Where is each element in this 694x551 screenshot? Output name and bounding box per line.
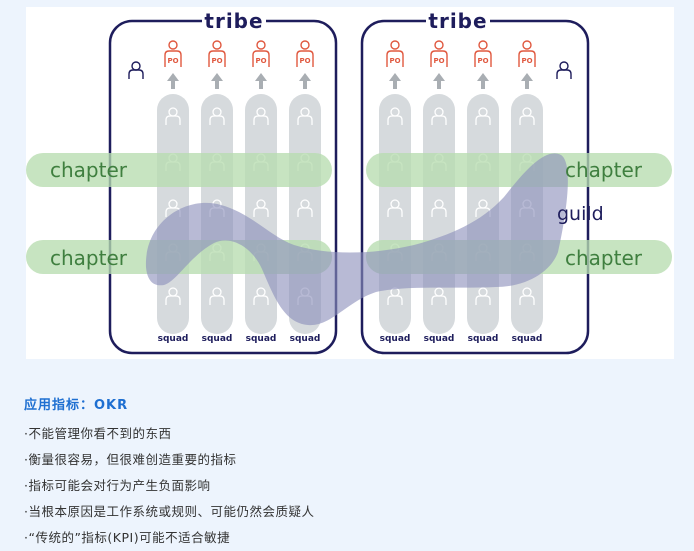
product-owner-icon: PO <box>296 40 314 67</box>
arrow-up-icon <box>433 73 445 89</box>
diagram-canvas: tribe tribe PO PO PO PO PO PO PO PO chapter cha… <box>26 9 672 355</box>
chapter-band-top-right <box>366 153 672 187</box>
squad-label: squad <box>424 334 455 344</box>
team-member-icon <box>209 107 225 125</box>
team-member-icon <box>165 287 181 305</box>
chapter-label-bottom-right: chapter <box>565 246 643 270</box>
squad-pill <box>245 94 277 334</box>
team-member-icon <box>475 287 491 305</box>
product-owner-icon: PO <box>430 40 448 67</box>
po-label: PO <box>477 57 488 65</box>
po-label: PO <box>255 57 266 65</box>
team-member-icon <box>387 199 403 217</box>
guild-label: guild <box>557 203 604 225</box>
product-owner-icon: PO <box>252 40 270 67</box>
team-member-icon <box>519 107 535 125</box>
okr-item-5: ·“传统的”指标(KPI)可能不适合敏捷 <box>24 530 231 545</box>
arrow-up-icon <box>477 73 489 89</box>
chapter-label-top-right: chapter <box>565 158 643 182</box>
okr-item-4: ·当根本原因是工作系统或规则、可能仍然会质疑人 <box>24 504 315 519</box>
squad-column: PO <box>201 40 233 334</box>
squad-label: squad <box>512 334 543 344</box>
okr-item-1: ·不能管理你看不到的东西 <box>24 426 172 441</box>
tribe-lead-icon-right <box>556 61 572 80</box>
team-member-icon <box>253 199 269 217</box>
team-member-icon <box>253 107 269 125</box>
tribe-title-right: tribe <box>428 9 487 33</box>
squad-labels: squad squad squad squad squad squad squad squad <box>158 334 543 344</box>
arrow-up-icon <box>255 73 267 89</box>
po-label: PO <box>167 57 178 65</box>
team-member-icon <box>165 107 181 125</box>
chapter-label-top-left: chapter <box>50 158 128 182</box>
okr-item-3: ·指标可能会对行为产生负面影响 <box>24 478 211 493</box>
chapter-label-bottom-left: chapter <box>50 246 128 270</box>
product-owner-icon: PO <box>164 40 182 67</box>
po-label: PO <box>433 57 444 65</box>
squad-pill <box>423 94 455 334</box>
okr-section: 应用指标：OKR ·不能管理你看不到的东西 ·衡量很容易，但很难创造重要的指标 … <box>24 397 664 551</box>
okr-title: 应用指标：OKR <box>24 398 129 413</box>
team-member-icon <box>431 107 447 125</box>
po-label: PO <box>389 57 400 65</box>
arrow-up-icon <box>389 73 401 89</box>
po-label: PO <box>521 57 532 65</box>
team-member-icon <box>431 287 447 305</box>
team-member-icon <box>297 199 313 217</box>
team-member-icon <box>387 107 403 125</box>
team-member-icon <box>431 199 447 217</box>
squad-label: squad <box>380 334 411 344</box>
team-member-icon <box>253 287 269 305</box>
product-owner-icon: PO <box>386 40 404 67</box>
squad-column: PO <box>157 40 189 334</box>
squad-label: squad <box>158 334 189 344</box>
product-owner-icon: PO <box>474 40 492 67</box>
guild-blob <box>145 153 568 326</box>
po-label: PO <box>211 57 222 65</box>
team-member-icon <box>209 287 225 305</box>
squad-model-diagram: tribe tribe PO PO PO PO PO PO PO PO chapter cha… <box>26 7 674 359</box>
tribe-lead-icon-left <box>128 61 144 80</box>
po-label: PO <box>299 57 310 65</box>
squad-column: PO <box>467 40 499 334</box>
team-member-icon <box>297 107 313 125</box>
product-owner-icon: PO <box>208 40 226 67</box>
product-owner-icon: PO <box>518 40 536 67</box>
okr-item-2: ·衡量很容易，但很难创造重要的指标 <box>24 452 237 467</box>
squad-pill <box>379 94 411 334</box>
team-member-icon <box>519 287 535 305</box>
arrow-up-icon <box>211 73 223 89</box>
squad-label: squad <box>290 334 321 344</box>
arrow-up-icon <box>167 73 179 89</box>
squad-column: PO <box>423 40 455 334</box>
squad-label: squad <box>202 334 233 344</box>
arrow-up-icon <box>299 73 311 89</box>
arrow-up-icon <box>521 73 533 89</box>
squad-label: squad <box>468 334 499 344</box>
chapter-band-top-left <box>26 153 332 187</box>
team-member-icon <box>475 107 491 125</box>
tribe-title-left: tribe <box>204 9 263 33</box>
squad-label: squad <box>246 334 277 344</box>
